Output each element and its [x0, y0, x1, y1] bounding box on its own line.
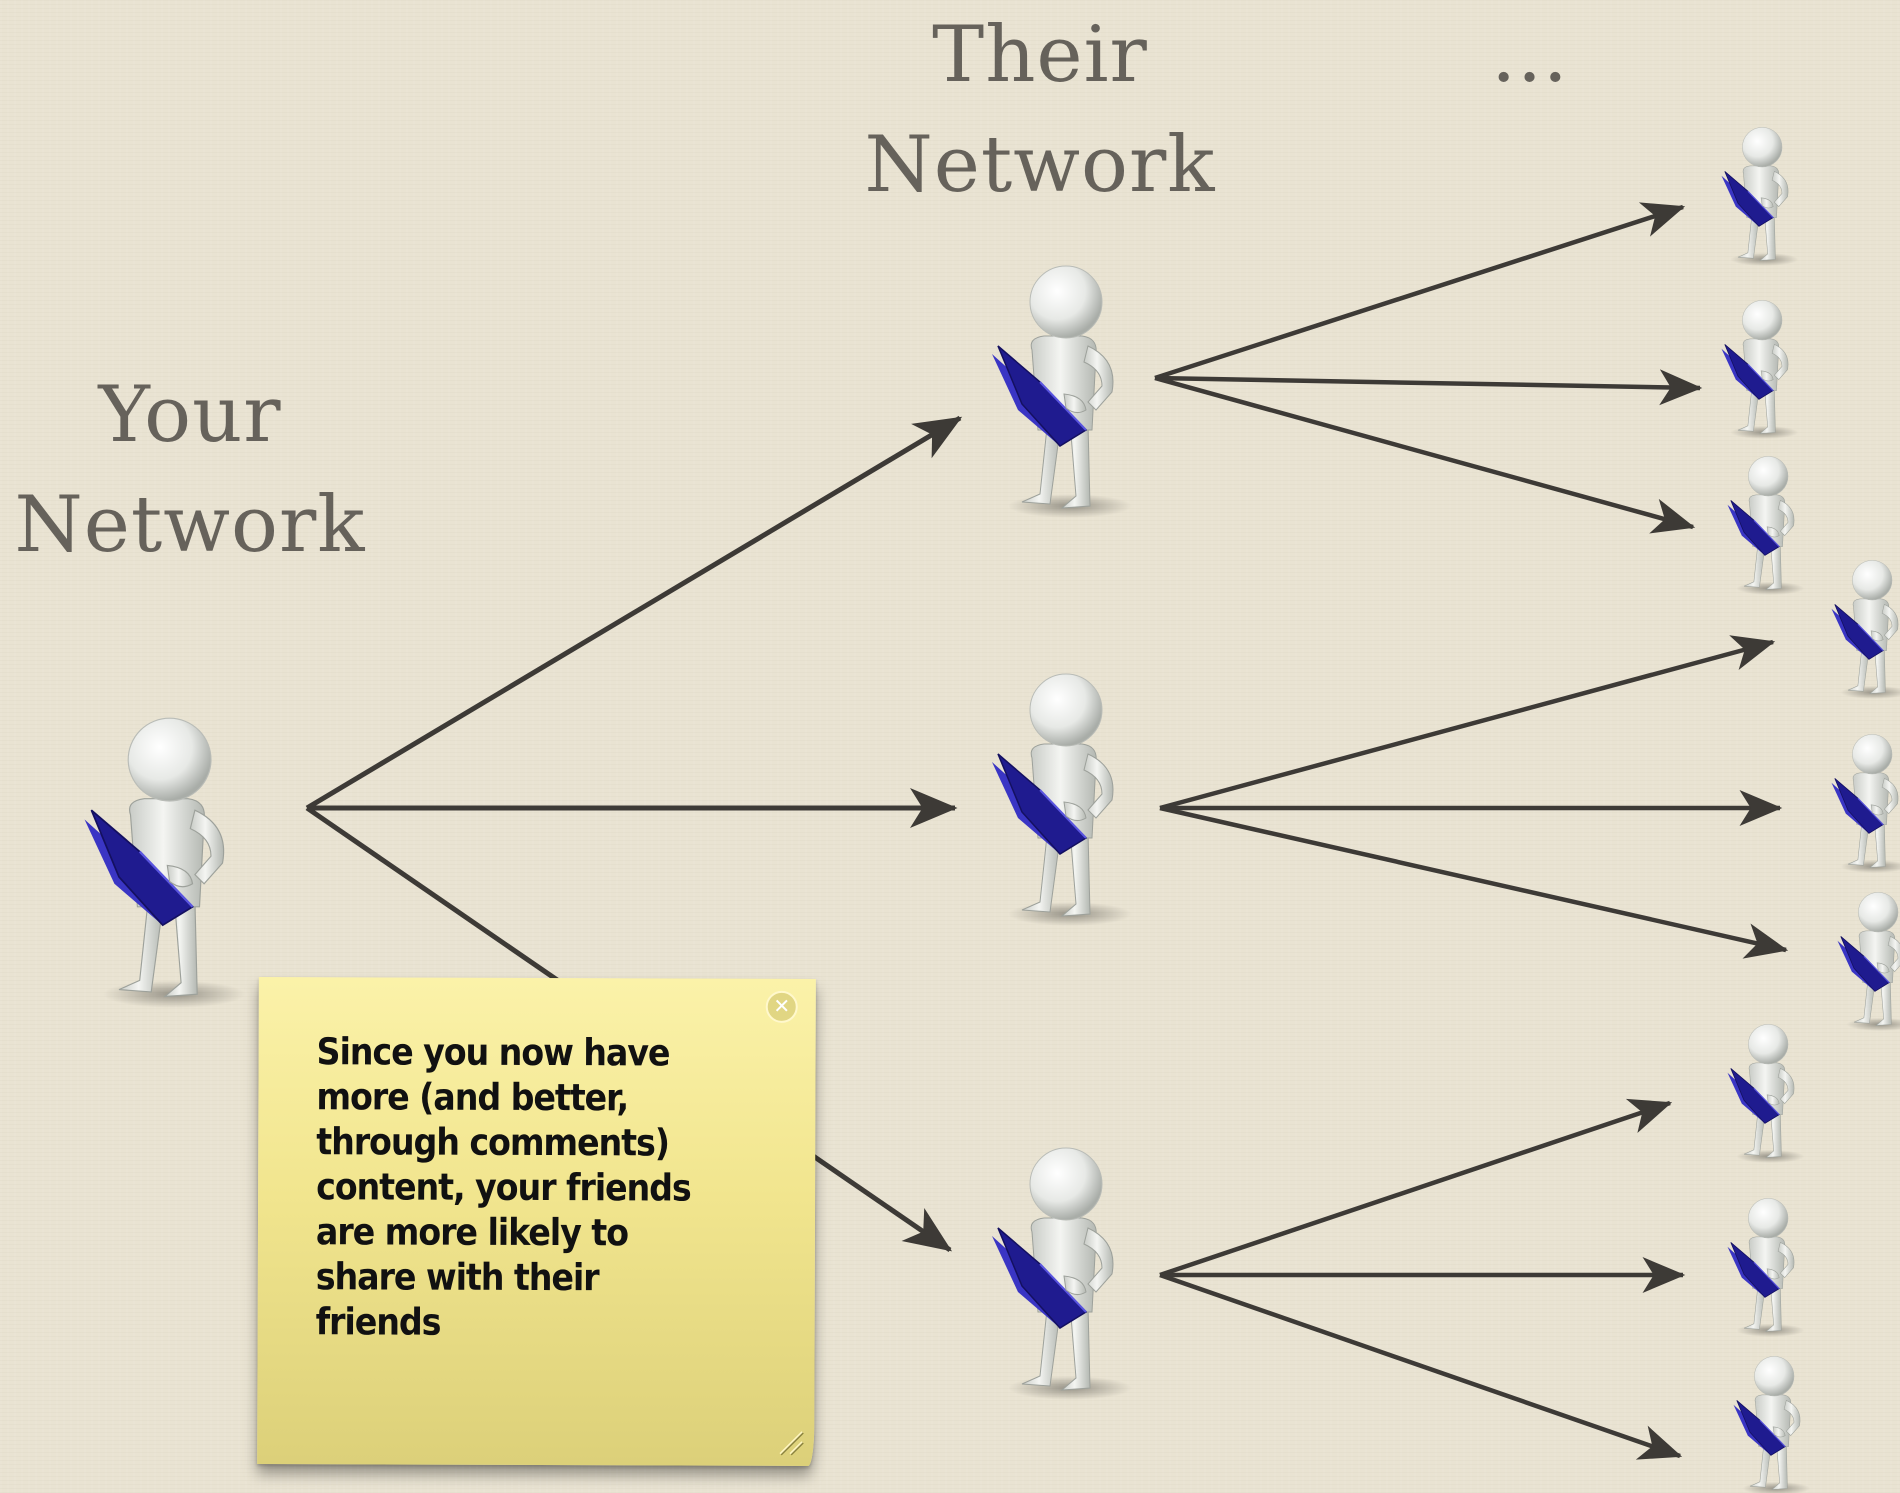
their-network-line-2: Network — [864, 120, 1216, 210]
your-network-heading: Your Network — [0, 360, 380, 580]
arrow — [305, 415, 963, 811]
arrow — [1159, 1272, 1683, 1460]
reader-third-7 — [1726, 1023, 1806, 1164]
sticky-note[interactable]: ✕ Since you now have more (and better, t… — [257, 977, 816, 1466]
reader-friend-2 — [991, 673, 1133, 927]
their-network-heading: Their Network — [830, 0, 1250, 220]
arrow — [1154, 375, 1696, 534]
reader-third-9 — [1732, 1355, 1812, 1493]
reader-you — [83, 717, 247, 1010]
reader-friend-3 — [991, 1147, 1133, 1401]
reader-third-6 — [1836, 891, 1900, 1032]
arrow — [1159, 1098, 1673, 1278]
reader-third-5 — [1830, 733, 1900, 874]
reader-friend-1 — [991, 265, 1133, 519]
arrow — [1154, 369, 1703, 406]
their-network-line-1: Their — [932, 10, 1148, 100]
reader-third-3 — [1726, 455, 1806, 596]
arrow — [1154, 202, 1686, 381]
your-network-line-1: Your — [98, 370, 282, 460]
reader-third-1 — [1720, 126, 1800, 267]
resize-grip-icon[interactable] — [774, 1426, 804, 1456]
arrow — [1159, 805, 1789, 959]
reader-third-8 — [1726, 1197, 1806, 1338]
reader-third-2 — [1720, 299, 1800, 440]
your-network-line-2: Network — [14, 480, 366, 570]
close-icon[interactable]: ✕ — [765, 990, 798, 1023]
reader-third-4 — [1830, 559, 1900, 700]
ellipsis-heading: ... — [1491, 10, 1569, 100]
sticky-note-text: Since you now have more (and better, thr… — [315, 1030, 691, 1344]
arrow — [1159, 635, 1776, 811]
